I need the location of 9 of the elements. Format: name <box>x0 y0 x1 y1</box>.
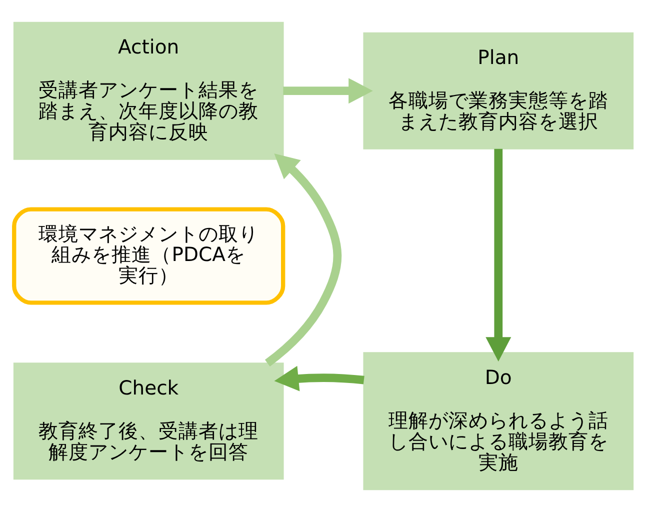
node-box: 環境マネジメントの取り組みを推進（PDCAを実行） <box>12 206 286 304</box>
node-box: Action 受講者アンケート結果を踏まえ、次年度以降の教育内容に反映 <box>13 21 284 160</box>
arrow <box>486 148 512 361</box>
arrow <box>274 365 364 391</box>
node-box: Plan 各職場で業務実態等を踏まえた教育内容を選択 <box>363 32 634 149</box>
node-box: Check 教育終了後、受講者は理解度アンケートを回答 <box>13 362 284 480</box>
node-box: Do 理解が深められるよう話し合いによる職場教育を実施 <box>363 352 634 490</box>
arrow <box>264 153 342 366</box>
arrow <box>283 78 373 104</box>
